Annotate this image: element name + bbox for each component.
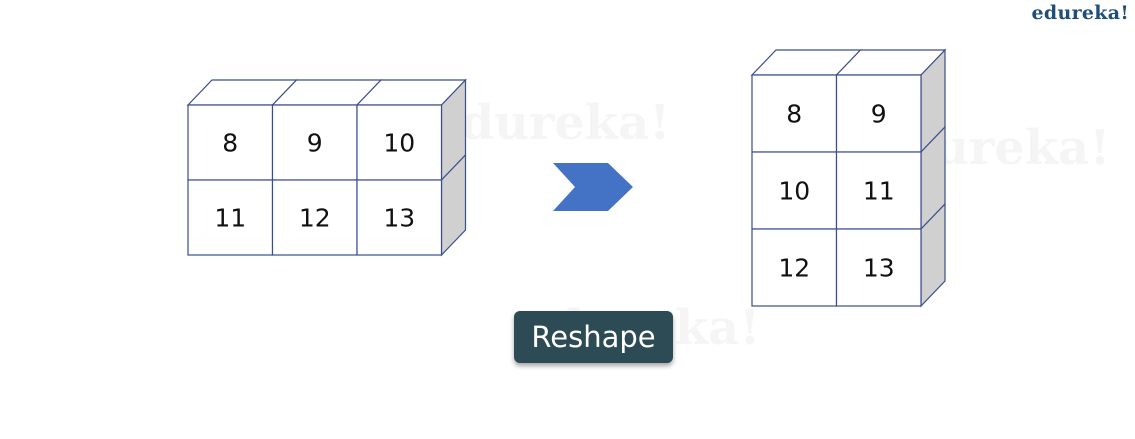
source-cell	[271, 104, 358, 181]
target-cell	[835, 228, 922, 307]
source-cell-value: 9	[307, 129, 323, 158]
source-cell	[356, 179, 443, 256]
source-cell-value: 12	[299, 204, 331, 233]
reshape-button[interactable]: Reshape	[514, 311, 673, 363]
source-cell-value: 13	[383, 204, 415, 233]
target-cell-value: 11	[863, 177, 895, 206]
source-cell-value: 10	[383, 129, 415, 158]
target-cell-value: 13	[863, 254, 895, 283]
source-cell	[356, 104, 443, 181]
edureka-logo: edureka!	[1031, 2, 1129, 24]
source-cell-value: 8	[222, 129, 238, 158]
source-array-2x3: 8 9 10 11 12 13	[186, 78, 467, 257]
source-cell	[187, 104, 274, 181]
target-cell	[751, 228, 838, 307]
target-array-3x2: 8 9 10 11 12 13	[750, 48, 947, 308]
source-cell-value: 11	[214, 204, 246, 233]
reshape-arrow-icon	[553, 163, 633, 211]
target-cell-value: 10	[778, 177, 810, 206]
target-cell-value: 12	[778, 254, 810, 283]
target-cell-value: 8	[786, 100, 802, 129]
target-cell	[751, 74, 838, 153]
source-cell	[271, 179, 358, 256]
target-cell	[835, 151, 922, 230]
target-cell-value: 9	[871, 100, 887, 129]
